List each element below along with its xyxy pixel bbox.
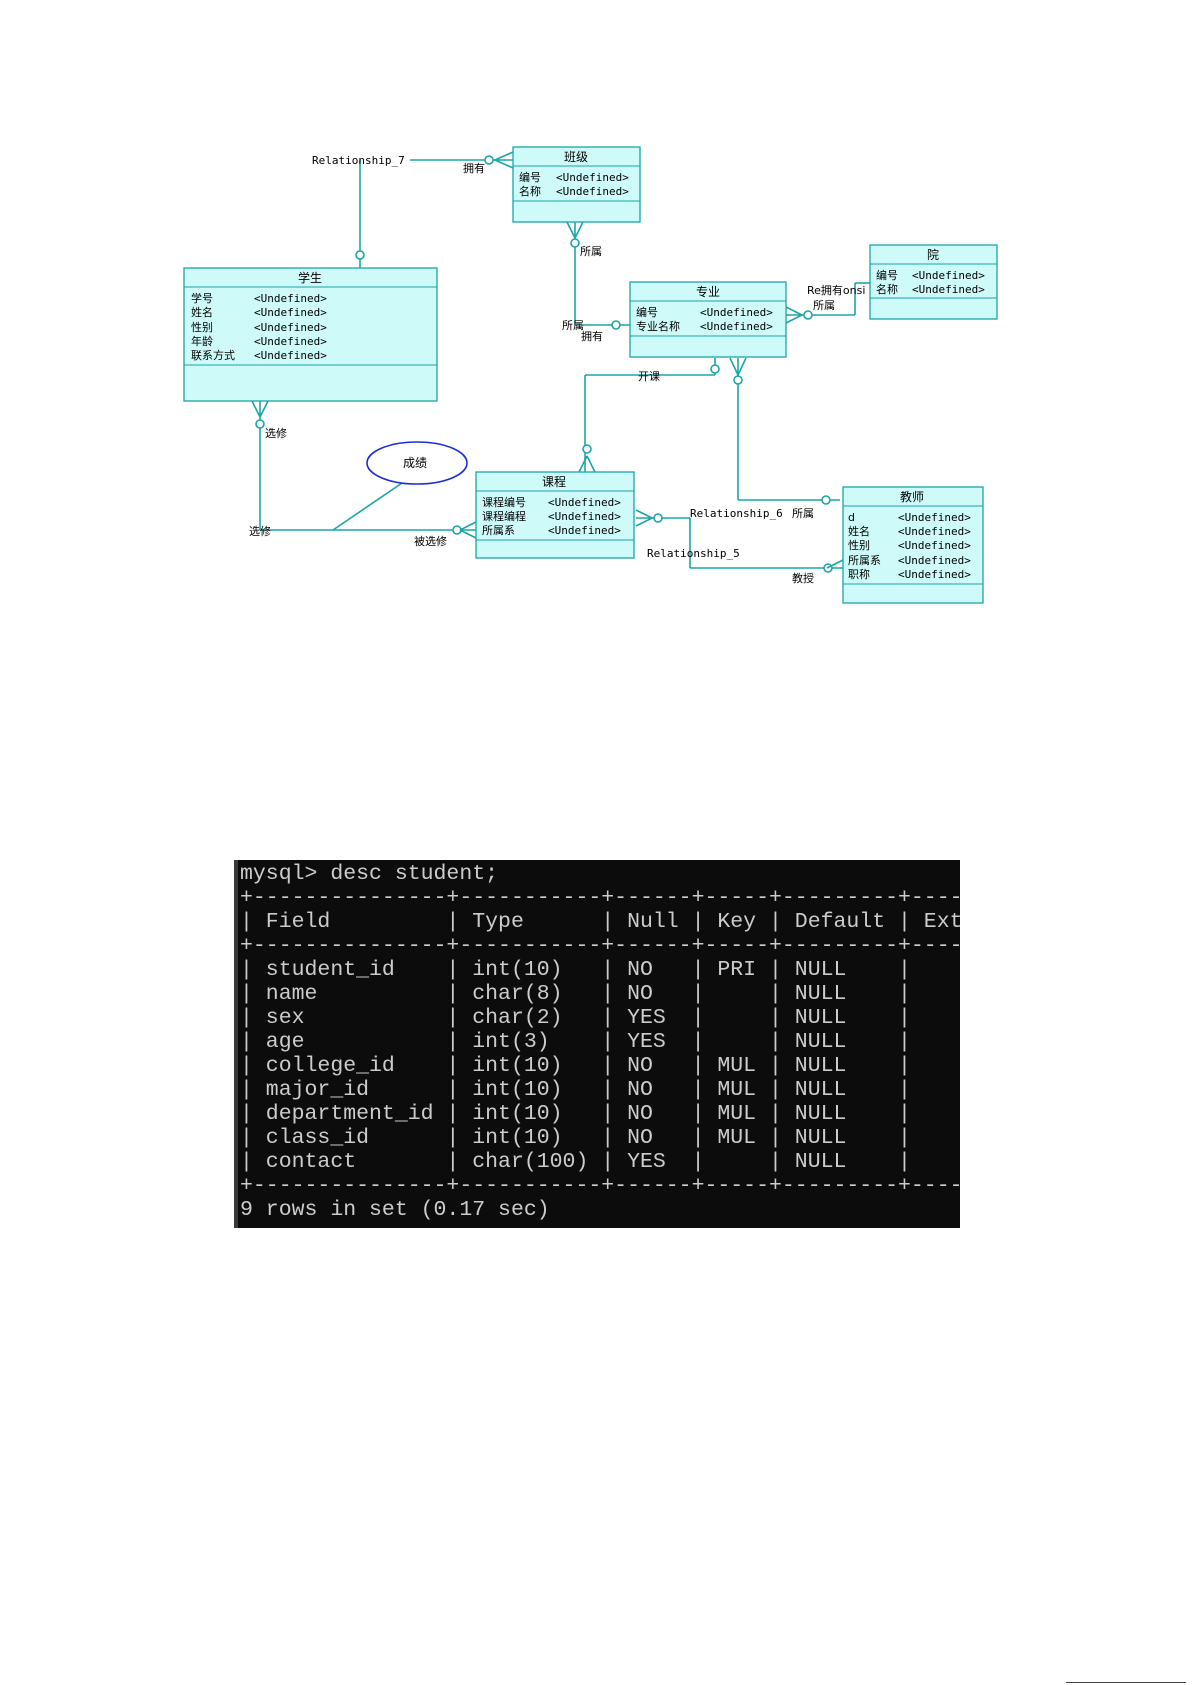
entity-kecheng-title: 课程 — [542, 474, 566, 489]
svg-text:编号: 编号 — [876, 268, 898, 282]
table-row: | major_id | int(10) | NO | MUL | NULL |… — [240, 1078, 911, 1102]
svg-text:联系方式: 联系方式 — [191, 348, 235, 362]
label-kaike: 开课 — [638, 370, 660, 383]
entity-zhuanye-title: 专业 — [696, 284, 720, 299]
connector-lines — [251, 151, 870, 573]
table-row: | class_id | int(10) | NO | MUL | NULL |… — [240, 1126, 911, 1150]
entity-jiaoshi: 教师 d <Undefined> 姓名 <Undefined> 性别 <Undefin… — [842, 486, 984, 604]
svg-text:姓名: 姓名 — [191, 305, 213, 319]
entity-banji-title: 班级 — [564, 150, 588, 164]
table-border: +---------------+-----------+------+----… — [240, 886, 960, 910]
terminal-prompt: mysql> desc student; — [240, 862, 499, 886]
svg-text:性别: 性别 — [848, 538, 870, 552]
entity-yuan: 院 编号 <Undefined> 名称 <Undefined> — [869, 244, 998, 320]
label-suoshu-3: 所属 — [813, 299, 835, 312]
svg-text:姓名: 姓名 — [848, 524, 870, 538]
entity-kecheng: 课程 课程编号 <Undefined> 课程编程 <Undefined> 所属系 <U… — [475, 471, 635, 559]
svg-text:<Undefined>: <Undefined> — [700, 306, 773, 319]
table-border: +---------------+-----------+------+----… — [240, 1174, 960, 1198]
svg-text:课程编程: 课程编程 — [482, 509, 526, 523]
label-suoshu-2: 所属 — [562, 319, 584, 332]
entity-zhuanye: 专业 编号 <Undefined> 专业名称 <Undefined> — [629, 281, 787, 358]
label-re-yongyou-onsi: Re拥有onsi — [807, 283, 865, 297]
svg-text:d: d — [848, 511, 855, 524]
svg-text:<Undefined>: <Undefined> — [254, 321, 327, 334]
label-xuanxiu-1: 选修 — [265, 426, 287, 440]
svg-text:<Undefined>: <Undefined> — [548, 524, 621, 537]
svg-text:<Undefined>: <Undefined> — [556, 171, 629, 184]
svg-text:<Undefined>: <Undefined> — [548, 510, 621, 523]
svg-text:所属系: 所属系 — [482, 524, 515, 537]
label-relationship-5: Relationship_5 — [647, 547, 740, 560]
svg-text:所属系: 所属系 — [848, 554, 881, 567]
svg-text:<Undefined>: <Undefined> — [912, 269, 985, 282]
grade-ellipse-label: 成绩 — [403, 456, 427, 470]
svg-text:<Undefined>: <Undefined> — [254, 292, 327, 305]
label-relationship-6: Relationship_6 — [690, 507, 783, 520]
table-row: | age | int(3) | YES | | NULL | | — [240, 1030, 911, 1054]
svg-text:名称: 名称 — [519, 184, 541, 198]
table-row: | sex | char(2) | YES | | NULL | | — [240, 1006, 911, 1030]
svg-text:<Undefined>: <Undefined> — [556, 185, 629, 198]
svg-text:<Undefined>: <Undefined> — [700, 320, 773, 333]
svg-text:<Undefined>: <Undefined> — [898, 554, 971, 567]
entity-banji: 班级 编号 <Undefined> 名称 <Undefined> — [512, 146, 641, 223]
table-row: | student_id | int(10) | NO | PRI | NULL… — [240, 958, 911, 982]
svg-text:<Undefined>: <Undefined> — [254, 306, 327, 319]
entity-xuesheng-title: 学生 — [298, 270, 322, 285]
entity-yuan-title: 院 — [927, 248, 939, 262]
svg-text:<Undefined>: <Undefined> — [548, 496, 621, 509]
terminal-table: +---------------+-----------+------+----… — [240, 886, 960, 1198]
svg-text:<Undefined>: <Undefined> — [898, 568, 971, 581]
label-relationship-7: Relationship_7 — [312, 154, 405, 167]
label-beixuanxiu: 被选修 — [414, 534, 447, 548]
svg-text:名称: 名称 — [876, 282, 898, 296]
svg-text:年龄: 年龄 — [191, 334, 213, 348]
table-row: | college_id | int(10) | NO | MUL | NULL… — [240, 1054, 911, 1078]
svg-text:学号: 学号 — [191, 291, 213, 305]
table-border: +---------------+-----------+------+----… — [240, 934, 960, 958]
label-xuanxiu-2: 选修 — [249, 524, 271, 538]
entity-jiaoshi-title: 教师 — [900, 489, 924, 504]
label-yongyou-2: 拥有 — [581, 329, 603, 343]
table-header-row: | Field | Type | Null | Key | Default | … — [240, 910, 960, 934]
svg-text:职称: 职称 — [848, 567, 870, 581]
table-row: | name | char(8) | NO | | NULL | | — [240, 982, 911, 1006]
er-diagram: 成绩 班级 编号 <Undefined> 名称 <Undefined> 学生 学号 <… — [183, 146, 998, 604]
grade-ellipse — [366, 441, 468, 485]
svg-text:<Undefined>: <Undefined> — [898, 511, 971, 524]
svg-text:<Undefined>: <Undefined> — [912, 283, 985, 296]
svg-text:<Undefined>: <Undefined> — [898, 539, 971, 552]
label-jiaoshou: 教授 — [792, 571, 814, 585]
svg-text:专业名称: 专业名称 — [636, 319, 680, 333]
svg-text:编号: 编号 — [636, 305, 658, 319]
svg-text:<Undefined>: <Undefined> — [254, 335, 327, 348]
mysql-terminal: mysql> desc student; +---------------+--… — [234, 860, 960, 1228]
table-row: | department_id | int(10) | NO | MUL | N… — [240, 1102, 911, 1126]
table-row: | contact | char(100) | YES | | NULL | | — [240, 1150, 911, 1174]
entity-xuesheng: 学生 学号 <Undefined> 姓名 <Undefined> 性别 <Undefi… — [183, 267, 438, 402]
terminal-summary: 9 rows in set (0.17 sec) — [240, 1198, 550, 1222]
svg-text:编号: 编号 — [519, 170, 541, 184]
svg-text:性别: 性别 — [191, 320, 213, 334]
svg-text:课程编号: 课程编号 — [482, 495, 526, 509]
svg-text:<Undefined>: <Undefined> — [254, 349, 327, 362]
svg-text:<Undefined>: <Undefined> — [898, 525, 971, 538]
label-suoshu-4: 所属 — [792, 507, 814, 520]
label-yongyou-1: 拥有 — [463, 161, 485, 175]
label-suoshu-1: 所属 — [580, 245, 602, 258]
page-footer-rule — [1066, 1678, 1186, 1683]
